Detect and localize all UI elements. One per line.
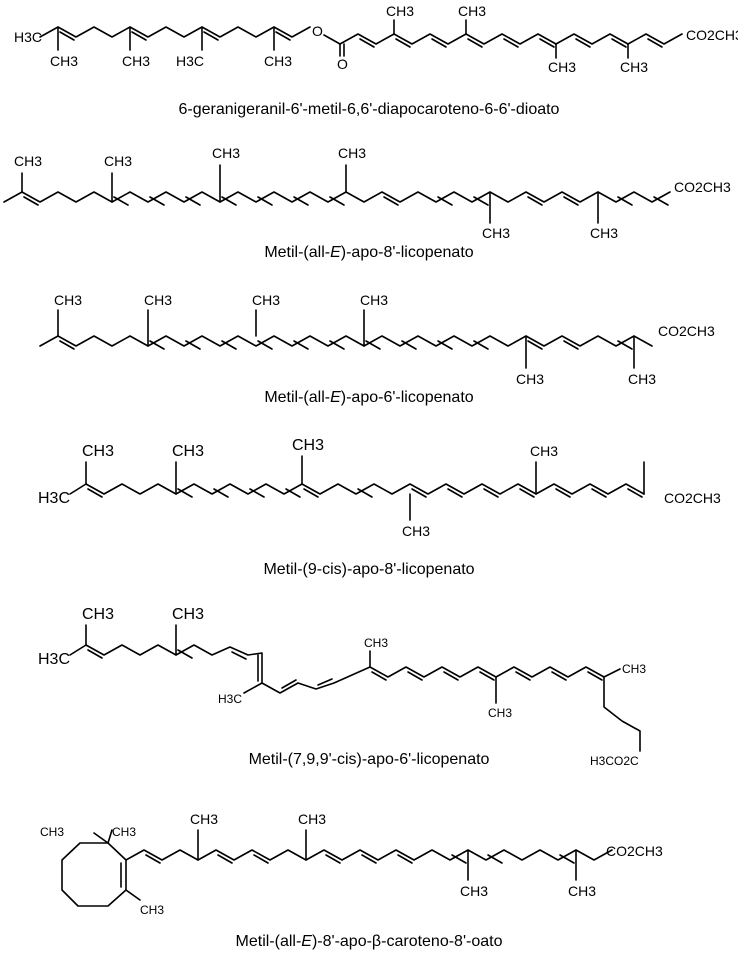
- label-co2ch3: CO2CH3: [658, 323, 715, 339]
- label-ch3-b2: CH3: [488, 706, 512, 720]
- caption-1-prefix: 6-geranigeranil-6'-metil-6,6'-diapocarot…: [178, 101, 560, 118]
- label-o-carbonyl: O: [337, 56, 348, 72]
- label-h3c-left: H3C: [38, 651, 70, 668]
- label-ch3-b2: CH3: [568, 883, 596, 899]
- structure-3: CH3 CH3 CH3 CH3 CH3 CH3 CO2CH3: [0, 280, 738, 390]
- label-ch3-b1: CH3: [460, 883, 488, 899]
- label-ring-ch3-a: CH3: [40, 825, 64, 839]
- caption-5-prefix: Metil-(7,9,9'-cis)-apo-6'-licopenato: [248, 751, 490, 768]
- caption-structure-5: Metil-(7,9,9'-cis)-apo-6'-licopenato: [0, 750, 738, 770]
- bond-skeleton: [3, 164, 671, 224]
- structure-1: H3C CH3 CH3 H3C CH3 O O CH3 CH3 CH3 CH3 …: [0, 0, 738, 95]
- caption-3-prefix: Metil-(all-: [264, 389, 331, 406]
- label-ch3-t0: CH3: [14, 153, 42, 169]
- label-ring-ch3-b: CH3: [112, 825, 136, 839]
- label-ch3-b6: CH3: [620, 59, 648, 75]
- structure-1-skeleton: H3C CH3 CH3 H3C CH3 O O CH3 CH3 CH3 CH3 …: [14, 3, 738, 75]
- caption-6-suffix: )-8'-apo-β-caroteno-8'-oato: [311, 933, 503, 950]
- label-ch3-t1: CH3: [190, 811, 218, 827]
- label-ch3-b2: CH3: [122, 53, 150, 69]
- label-ch3-b2: CH3: [590, 225, 618, 241]
- caption-structure-1: 6-geranigeranil-6'-metil-6,6'-diapocarot…: [0, 100, 738, 120]
- caption-structure-2: Metil-(all-E)-apo-8'-licopenato: [0, 243, 738, 263]
- label-ch3-t0: CH3: [54, 292, 82, 308]
- caption-2-prefix: Metil-(all-: [264, 244, 331, 261]
- label-ring-ch3-c: CH3: [140, 903, 164, 917]
- caption-structure-3: Metil-(all-E)-apo-6'-licopenato: [0, 388, 738, 408]
- label-co2ch3: CO2CH3: [606, 843, 663, 859]
- label-ch3-t1: CH3: [172, 443, 204, 460]
- bond-skeleton: [39, 19, 683, 59]
- caption-6-prefix: Metil-(all-: [235, 933, 302, 950]
- structure-4-skeleton: CH3 H3C CH3 CH3 CH3 CH3 CO2CH3: [38, 437, 721, 539]
- label-ch3-b5: CH3: [548, 59, 576, 75]
- label-ch3-t2: CH3: [292, 437, 324, 454]
- label-co2ch3: CO2CH3: [686, 27, 738, 43]
- label-ch3-b1: CH3: [402, 523, 430, 539]
- label-ch3-t1: CH3: [144, 292, 172, 308]
- structure-5: CH3 H3C CH3 H3C CH3 CH3 CH3 H3CO2C: [0, 595, 738, 775]
- structure-4: CH3 H3C CH3 CH3 CH3 CH3 CO2CH3: [0, 430, 738, 560]
- label-ch3-t2: CH3: [252, 292, 280, 308]
- bond-skeleton: [61, 829, 613, 907]
- label-ch3-r: CH3: [622, 662, 646, 676]
- caption-2-suffix: )-apo-8'-licopenato: [340, 244, 474, 261]
- label-ch3-b1: CH3: [516, 371, 544, 387]
- label-ch3-t3: CH3: [530, 443, 558, 459]
- caption-3-suffix: )-apo-6'-licopenato: [340, 389, 474, 406]
- label-o-ester: O: [312, 23, 323, 39]
- label-ch3-t3: CH3: [360, 292, 388, 308]
- label-ch3-t2: CH3: [458, 3, 486, 19]
- label-h3c-left: H3C: [14, 29, 42, 45]
- label-ch3-t1: CH3: [104, 153, 132, 169]
- label-h3c-left: H3C: [38, 490, 70, 507]
- caption-6-italic: E: [301, 933, 312, 950]
- label-h3c-b3: H3C: [176, 53, 204, 69]
- label-ch3-t0: CH3: [82, 606, 114, 623]
- bond-skeleton: [69, 624, 641, 752]
- bond-skeleton: [39, 309, 653, 369]
- label-ch3-t2: CH3: [212, 145, 240, 161]
- label-ch3-t2: CH3: [364, 636, 388, 650]
- bond-skeleton: [69, 455, 645, 521]
- label-ch3-t0: CH3: [82, 443, 114, 460]
- label-h3co2c: H3CO2C: [590, 754, 639, 768]
- label-ch3-b4: CH3: [264, 53, 292, 69]
- structure-2-skeleton: CH3 CH3 CH3 CH3 CH3 CH3 CO2CH3: [3, 145, 731, 241]
- caption-structure-6: Metil-(all-E)-8'-apo-β-caroteno-8'-oato: [0, 932, 738, 952]
- label-co2ch3: CO2CH3: [674, 179, 731, 195]
- label-h3c-b1: H3C: [218, 692, 242, 706]
- cyclohexene-ring: [61, 842, 127, 907]
- caption-3-italic: E: [330, 389, 341, 406]
- structure-6: CH3 CH3 CH3 CH3 CH3 CH3 CH3 CO2CH3: [0, 800, 738, 930]
- label-ch3-b1: CH3: [482, 225, 510, 241]
- label-ch3-t1: CH3: [386, 3, 414, 19]
- label-ch3-b2: CH3: [628, 371, 656, 387]
- structure-2: CH3 CH3 CH3 CH3 CH3 CH3 CO2CH3: [0, 135, 738, 245]
- structure-6-skeleton: CH3 CH3 CH3 CH3 CH3 CH3 CH3 CO2CH3: [40, 811, 663, 917]
- structure-5-skeleton: CH3 H3C CH3 H3C CH3 CH3 CH3 H3CO2C: [38, 606, 646, 768]
- label-ch3-b1: CH3: [50, 53, 78, 69]
- caption-4-prefix: Metil-(9-cis)-apo-8'-licopenato: [263, 561, 475, 578]
- label-ch3-t3: CH3: [338, 145, 366, 161]
- caption-structure-4: Metil-(9-cis)-apo-8'-licopenato: [0, 560, 738, 580]
- structure-3-skeleton: CH3 CH3 CH3 CH3 CH3 CH3 CO2CH3: [39, 292, 715, 387]
- label-ch3-t1: CH3: [172, 606, 204, 623]
- caption-2-italic: E: [330, 244, 341, 261]
- label-co2ch3: CO2CH3: [664, 490, 721, 506]
- label-ch3-t2: CH3: [298, 811, 326, 827]
